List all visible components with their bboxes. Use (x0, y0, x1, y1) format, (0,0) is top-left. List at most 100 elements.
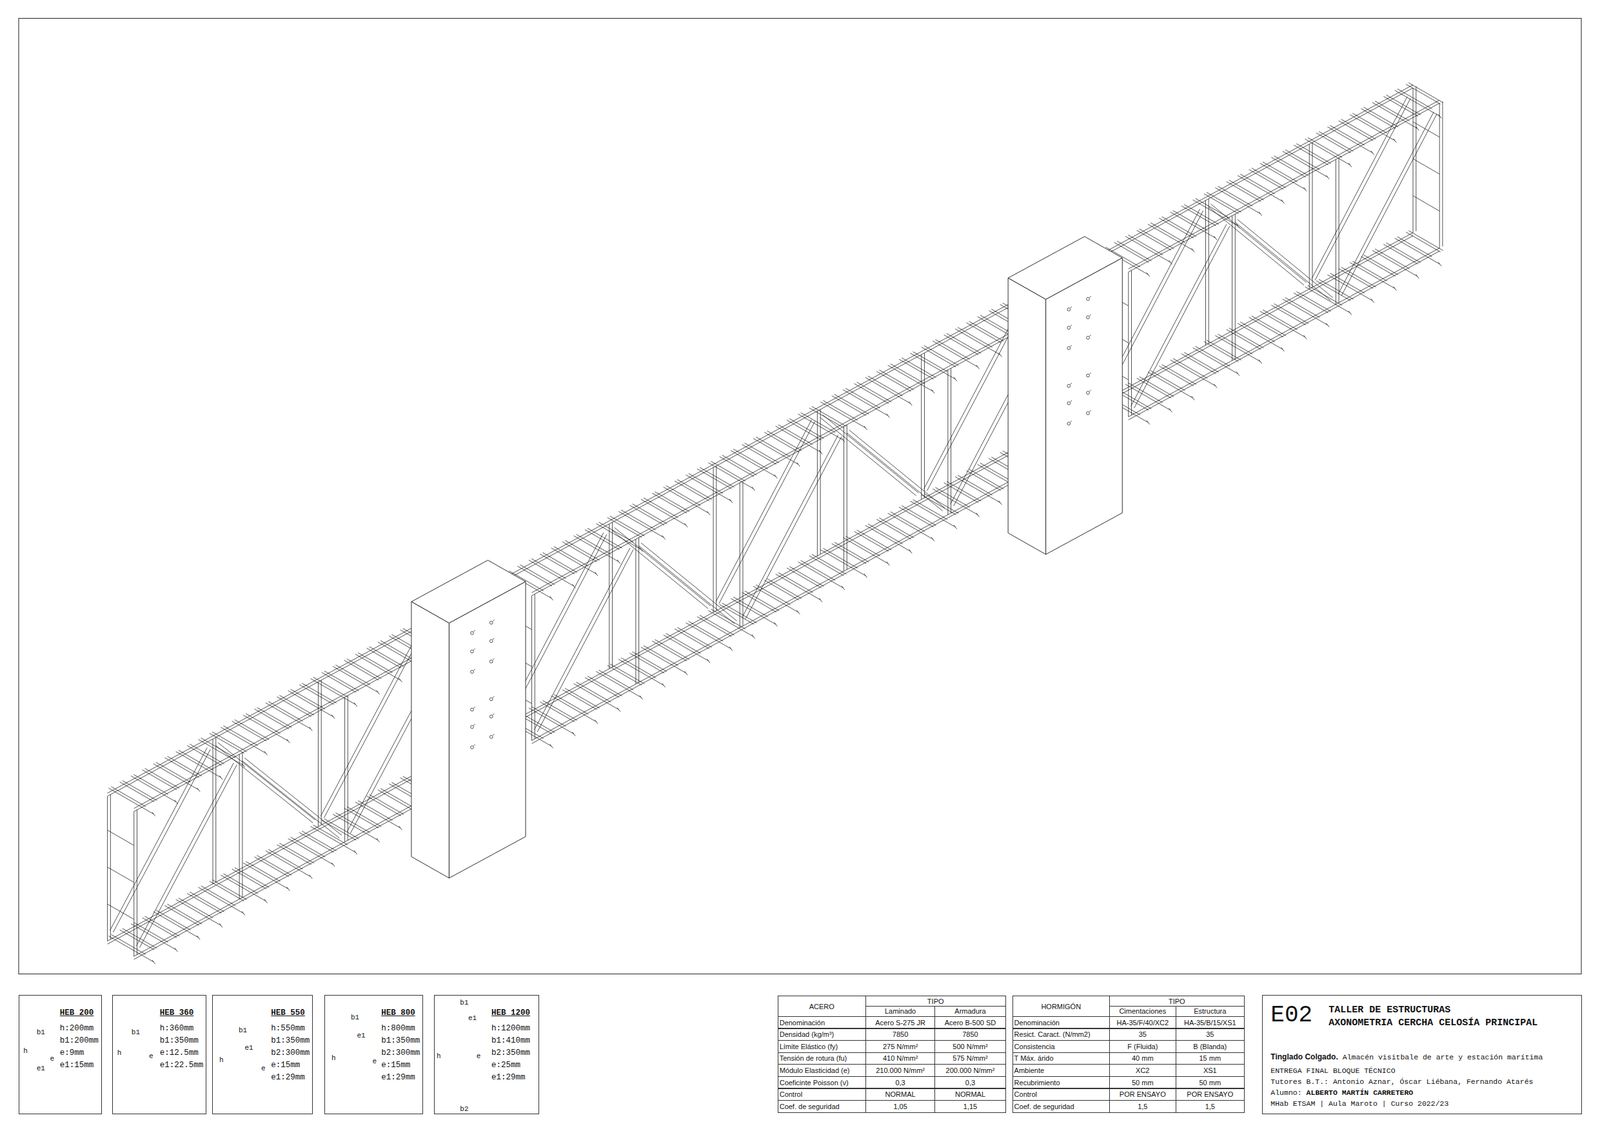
joist (699, 615, 734, 636)
joist (786, 419, 821, 440)
joist (254, 857, 289, 878)
joist-stub (796, 610, 800, 614)
joist (301, 831, 336, 852)
joist (977, 464, 1012, 485)
end-frame (1412, 121, 1440, 138)
pier-side (411, 601, 450, 879)
table-cell: NORMAL (934, 1088, 1006, 1102)
joist (539, 702, 574, 723)
joist-stub (1415, 274, 1419, 278)
joist (966, 322, 1001, 343)
joist (153, 763, 188, 784)
diagonal (217, 742, 316, 821)
joist (201, 886, 236, 907)
joist (1262, 309, 1297, 330)
joist-stub (196, 788, 200, 792)
joist-stub (345, 698, 356, 705)
joist (1316, 280, 1351, 301)
diagonal (533, 548, 631, 731)
joist (1372, 102, 1407, 123)
joist (730, 450, 765, 471)
diagonal (1131, 224, 1227, 407)
sheet-number: E02 (1270, 1002, 1313, 1029)
joist (663, 486, 698, 507)
joist-stub (1213, 383, 1217, 388)
chord (532, 461, 1053, 744)
joist (1361, 108, 1396, 129)
table-header: TIPO (865, 995, 1007, 1007)
table-cell: Recubrimiento (1012, 1076, 1110, 1090)
joist-stub (662, 683, 666, 688)
diagonal (242, 760, 340, 839)
diagonal (846, 432, 943, 511)
joist (1397, 236, 1432, 257)
bolt (470, 746, 475, 750)
joist (324, 819, 359, 840)
joist (924, 345, 959, 366)
joist (868, 375, 903, 396)
joist-stub (550, 744, 554, 749)
joist-stub (1249, 207, 1261, 214)
joist (145, 916, 180, 937)
joist (243, 715, 278, 736)
joist (901, 357, 936, 378)
joist (1285, 149, 1320, 170)
chord (134, 784, 451, 957)
joist-stub (742, 482, 754, 489)
joist (1193, 347, 1228, 368)
vertical (344, 697, 346, 843)
joist (1271, 157, 1306, 178)
joist-stub (684, 671, 688, 676)
diagonal (112, 749, 211, 933)
joist (865, 377, 900, 398)
chord (107, 624, 424, 797)
bolt (489, 715, 493, 719)
dimension-letter: h (116, 1049, 123, 1057)
profile-name: HEB 800 (381, 1008, 416, 1018)
joist (290, 837, 326, 858)
joist (164, 757, 199, 778)
joist (1282, 150, 1317, 171)
joist-stub (953, 377, 958, 382)
bolt (470, 725, 475, 729)
table-cell: Acero S-275 JR (865, 1016, 936, 1030)
joist-stub (608, 555, 619, 562)
joist (710, 609, 745, 630)
joist (232, 869, 267, 890)
joist (542, 552, 577, 573)
joist (1139, 376, 1174, 397)
joist (344, 660, 379, 681)
joist-stub (899, 397, 910, 404)
joist (598, 670, 633, 691)
profile-dimension: e:9mm (59, 1048, 85, 1058)
joist (584, 529, 620, 550)
bolt (489, 697, 493, 702)
joist-stub (1303, 187, 1307, 191)
dimension-letter: e (371, 1057, 378, 1066)
bolt (1070, 421, 1072, 423)
joist-stub (1438, 114, 1442, 119)
profile-box: HEB 550h:550mmb1:350mmb2:300mme:15mme1:2… (212, 995, 313, 1115)
joist (1394, 237, 1430, 258)
joist-stub (998, 500, 1003, 505)
joist (189, 891, 224, 912)
vertical (1131, 270, 1132, 416)
joist (1372, 250, 1407, 271)
joist (288, 690, 323, 711)
joist-stub (796, 462, 800, 467)
joist (369, 646, 404, 667)
note: ENTREGA FINAL BLOQUE TÉCNICO (1270, 1066, 1395, 1076)
joist (1405, 232, 1441, 253)
table-cell: T Máx. árido (1012, 1052, 1110, 1066)
bolt (1086, 316, 1090, 320)
vertical (107, 796, 108, 942)
joist (1349, 114, 1384, 135)
joist (257, 855, 292, 876)
joist (1136, 230, 1172, 251)
profile-dimension: h:550mm (270, 1024, 306, 1034)
joist (677, 627, 712, 648)
joist (654, 492, 689, 513)
joist (1226, 329, 1261, 350)
joist (108, 788, 143, 809)
